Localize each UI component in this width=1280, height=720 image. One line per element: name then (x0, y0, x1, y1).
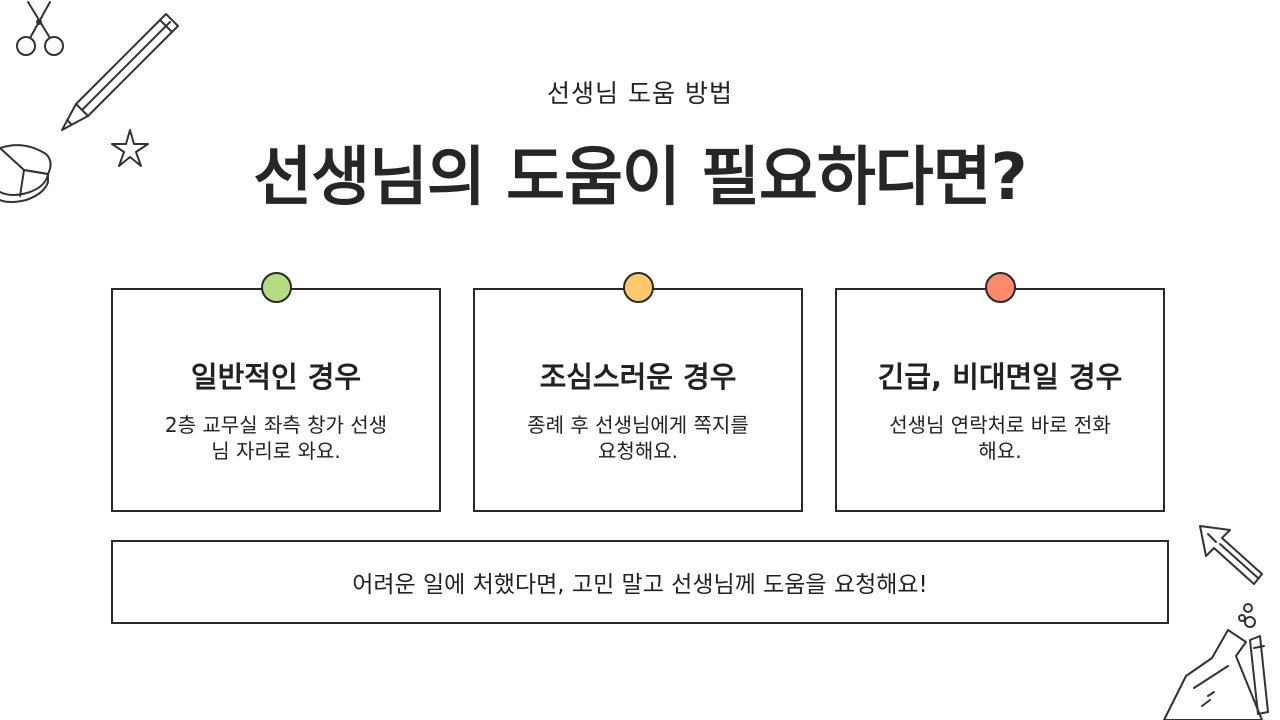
card-text-line: 님 자리로 와요. (211, 439, 341, 463)
card-urgent-case: 긴급, 비대면일 경우 선생님 연락처로 바로 전화 해요. (835, 272, 1165, 512)
page-title: 선생님의 도움이 필요하다면? (253, 141, 1027, 215)
card-text-line: 요청해요. (598, 439, 678, 463)
pencil-icon (58, 10, 184, 134)
card-text-line: 종례 후 선생님에게 쪽지를 (527, 413, 749, 437)
pin-red-icon (985, 272, 1016, 303)
card-heading: 조심스러운 경우 (539, 360, 737, 394)
scissors-icon (6, 0, 70, 70)
card-general-case: 일반적인 경우 2층 교무실 좌측 창가 선생 님 자리로 와요. (111, 272, 441, 512)
card-text: 선생님 연락처로 바로 전화 해요. (867, 412, 1133, 464)
card-text-line: 해요. (978, 439, 1022, 463)
card-text-line: 2층 교무실 좌측 창가 선생 (164, 413, 388, 437)
card-heading: 일반적인 경우 (190, 360, 362, 394)
pin-yellow-icon (623, 272, 654, 303)
card-text: 종례 후 선생님에게 쪽지를 요청해요. (505, 412, 771, 464)
card-text: 2층 교무실 좌측 창가 선생 님 자리로 와요. (143, 412, 409, 464)
bottom-banner: 어려운 일에 처했다면, 고민 말고 선생님께 도움을 요청해요! (111, 540, 1169, 624)
pin-green-icon (261, 272, 292, 303)
card-text-line: 선생님 연락처로 바로 전화 (889, 413, 1111, 437)
card-careful-case: 조심스러운 경우 종례 후 선생님에게 쪽지를 요청해요. (473, 272, 803, 512)
arrow-icon (1196, 524, 1268, 588)
banner-text: 어려운 일에 처했다면, 고민 말고 선생님께 도움을 요청해요! (352, 572, 928, 598)
page-subtitle: 선생님 도움 방법 (547, 79, 733, 108)
flask-icon (1150, 602, 1280, 720)
card-heading: 긴급, 비대면일 경우 (877, 360, 1123, 394)
